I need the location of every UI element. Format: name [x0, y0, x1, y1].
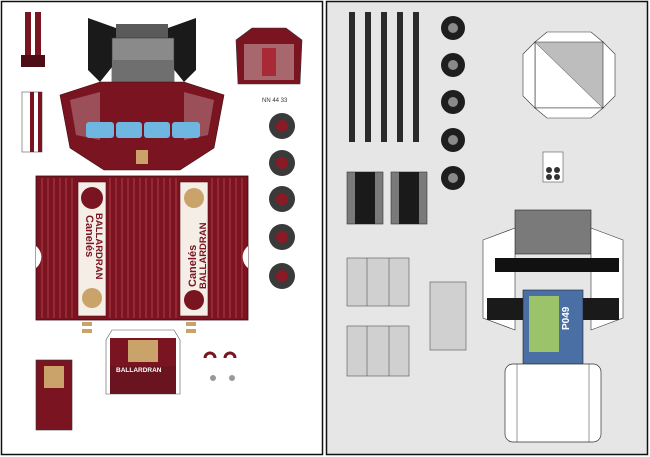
connector-part [542, 151, 564, 183]
small-code-label: NN 44 33 [262, 98, 288, 104]
left-sheet: NN 44 33 Canelés B [0, 0, 324, 456]
ad-brand-right: BALLARDRAN [198, 222, 209, 289]
small-mirror-parts [21, 12, 45, 153]
label-photo [529, 296, 559, 352]
right-sheet: P049 [325, 0, 649, 456]
window-left [86, 122, 114, 138]
exhaust-stacks [349, 12, 419, 142]
wheel-1 [269, 113, 295, 139]
wheel-3 [269, 186, 295, 212]
tire-3 [441, 90, 465, 114]
front-grille-part: BALLARDRAN [105, 329, 181, 395]
tire-column [441, 16, 465, 190]
cab-roof [88, 18, 196, 83]
wheel-column [269, 113, 295, 289]
grille-emblem [128, 340, 158, 362]
ad-product-left: Canelés [83, 215, 95, 257]
ad-logo-right [184, 290, 204, 310]
wheel-2 [269, 150, 295, 176]
cab-emblem [136, 150, 148, 164]
window-center-left [116, 122, 142, 138]
gray-panels [346, 257, 467, 377]
tire-2 [441, 53, 465, 77]
small-tabs [82, 322, 196, 333]
ad-pastry-right [184, 188, 204, 208]
ad-product-right: Canelés [187, 245, 199, 287]
tire-1 [441, 16, 465, 40]
window-center-right [144, 122, 170, 138]
tire-4 [441, 128, 465, 152]
wheel-5 [269, 263, 295, 289]
door-part [35, 359, 73, 431]
hook-parts [203, 351, 237, 381]
tire-5 [441, 166, 465, 190]
trailer-box: Canelés BALLARDRAN Canelés BALLARDRAN [35, 175, 249, 321]
chassis-part: P049 [482, 209, 624, 443]
box-template [522, 31, 616, 119]
grille-brand-label: BALLARDRAN [116, 367, 162, 374]
cab-body [59, 81, 225, 171]
ad-logo-left [81, 187, 103, 209]
model-code-label: P049 [561, 306, 572, 330]
window-right [172, 122, 200, 138]
fender-parts [346, 171, 428, 225]
rear-panel: NN 44 33 [235, 27, 303, 104]
wheel-4 [269, 224, 295, 250]
ad-pastry-left [82, 288, 102, 308]
ad-brand-left: BALLARDRAN [93, 213, 104, 280]
